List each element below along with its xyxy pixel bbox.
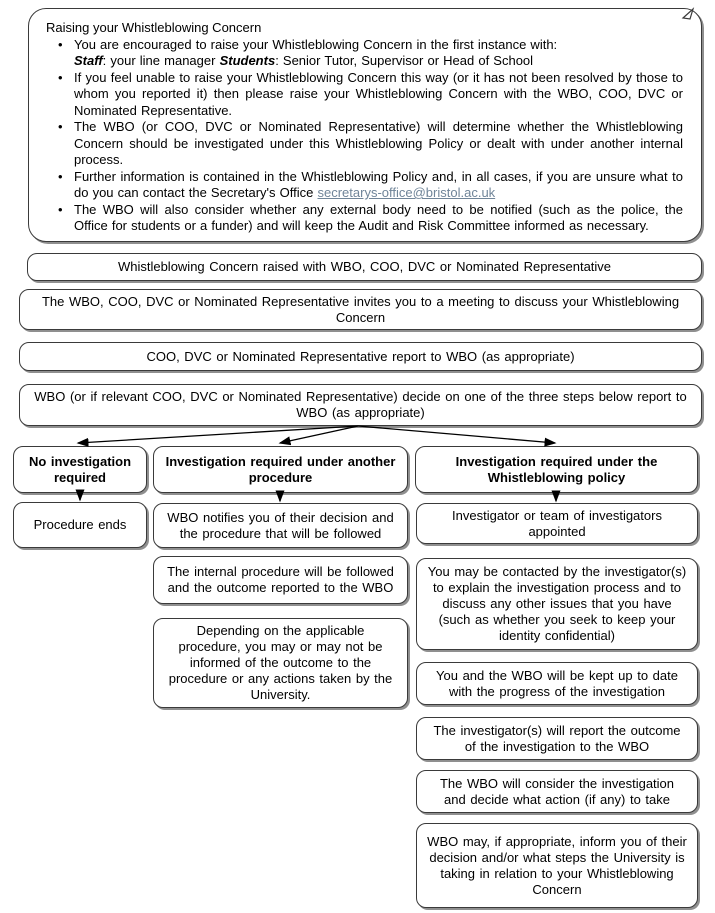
branch3-box-report-outcome: The investigator(s) will report the outc… — [416, 717, 698, 760]
branch3-box-wbo-considers: The WBO will consider the investigation … — [416, 770, 698, 813]
text-segment: : Senior Tutor, Supervisor or Head of Sc… — [275, 53, 534, 68]
text-segment: Staff — [74, 53, 103, 68]
branch2-box-notify-decision: WBO notifies you of their decision and t… — [153, 503, 408, 548]
branch-arrow-right — [357, 425, 557, 447]
bullet-icon: • — [58, 69, 63, 85]
flow-step-concern-raised: Whistleblowing Concern raised with WBO, … — [27, 253, 702, 281]
text-segment: You are encouraged to raise your Whistle… — [74, 36, 558, 52]
branch3-box-contacted-by-investigators: You may be contacted by the investigator… — [416, 558, 698, 650]
bullet-icon: • — [58, 168, 63, 184]
bullet-text: The WBO will also consider whether any e… — [74, 202, 683, 235]
bullet-icon: • — [58, 119, 63, 134]
bullet-text: The WBO (or COO, DVC or Nominated Repres… — [74, 119, 683, 169]
text-segment: Students — [219, 53, 276, 68]
branch2-box-internal-procedure: The internal procedure will be followed … — [153, 556, 408, 604]
bullet-item: • Further information is contained in th… — [45, 169, 683, 202]
branch-header-another-procedure: Investigation required under another pro… — [153, 446, 408, 493]
flow-step-meeting-invite: The WBO, COO, DVC or Nominated Represent… — [19, 289, 702, 330]
text-segment: The WBO (or COO, DVC or Nominated Repres… — [74, 119, 683, 167]
branch3-box-wbo-informs: WBO may, if appropriate, inform you of t… — [416, 823, 698, 908]
intro-title: Raising your Whistleblowing Concern — [46, 20, 262, 35]
branch3-box-investigators-appointed: Investigator or team of investigators ap… — [416, 503, 698, 544]
branch-header-no-investigation: No investigation required — [13, 446, 147, 493]
text-segment: : your line manager — [102, 53, 220, 68]
bullet-item: • If you feel unable to raise your Whist… — [45, 70, 683, 120]
intro-box: Raising your Whistleblowing Concern • Yo… — [28, 8, 702, 242]
bullet-icon: • — [58, 201, 63, 217]
branch3-box-kept-up-to-date: You and the WBO will be kept up to date … — [416, 662, 698, 705]
bullet-text: Further information is contained in the … — [74, 169, 683, 202]
flow-step-decision: WBO (or if relevant COO, DVC or Nominate… — [19, 384, 702, 426]
text-segment: If you feel unable to raise your Whistle… — [74, 69, 683, 118]
branch-arrow-left — [76, 425, 359, 447]
bullet-text: If you feel unable to raise your Whistle… — [74, 70, 683, 120]
branch-header-whistleblowing-policy: Investigation required under the Whistle… — [415, 446, 698, 493]
text-segment: The WBO will also consider whether any e… — [74, 201, 683, 234]
bullet-text: You are encouraged to raise your Whistle… — [74, 37, 683, 70]
bullet-item: • The WBO (or COO, DVC or Nominated Repr… — [45, 119, 683, 169]
bullet-icon: • — [58, 36, 63, 52]
bullet-item: • You are encouraged to raise your Whist… — [45, 37, 683, 70]
flow-step-report-to-wbo: COO, DVC or Nominated Representative rep… — [19, 342, 702, 371]
email-link[interactable]: secretarys-office@bristol.ac.uk — [317, 185, 496, 200]
bullet-item: • The WBO will also consider whether any… — [45, 202, 683, 235]
branch2-box-outcome-depends: Depending on the applicable procedure, y… — [153, 618, 408, 708]
branch-arrow-middle — [278, 425, 359, 446]
branch1-box-procedure-ends: Procedure ends — [13, 502, 147, 548]
text-segment: Further information is contained in the … — [74, 168, 683, 201]
